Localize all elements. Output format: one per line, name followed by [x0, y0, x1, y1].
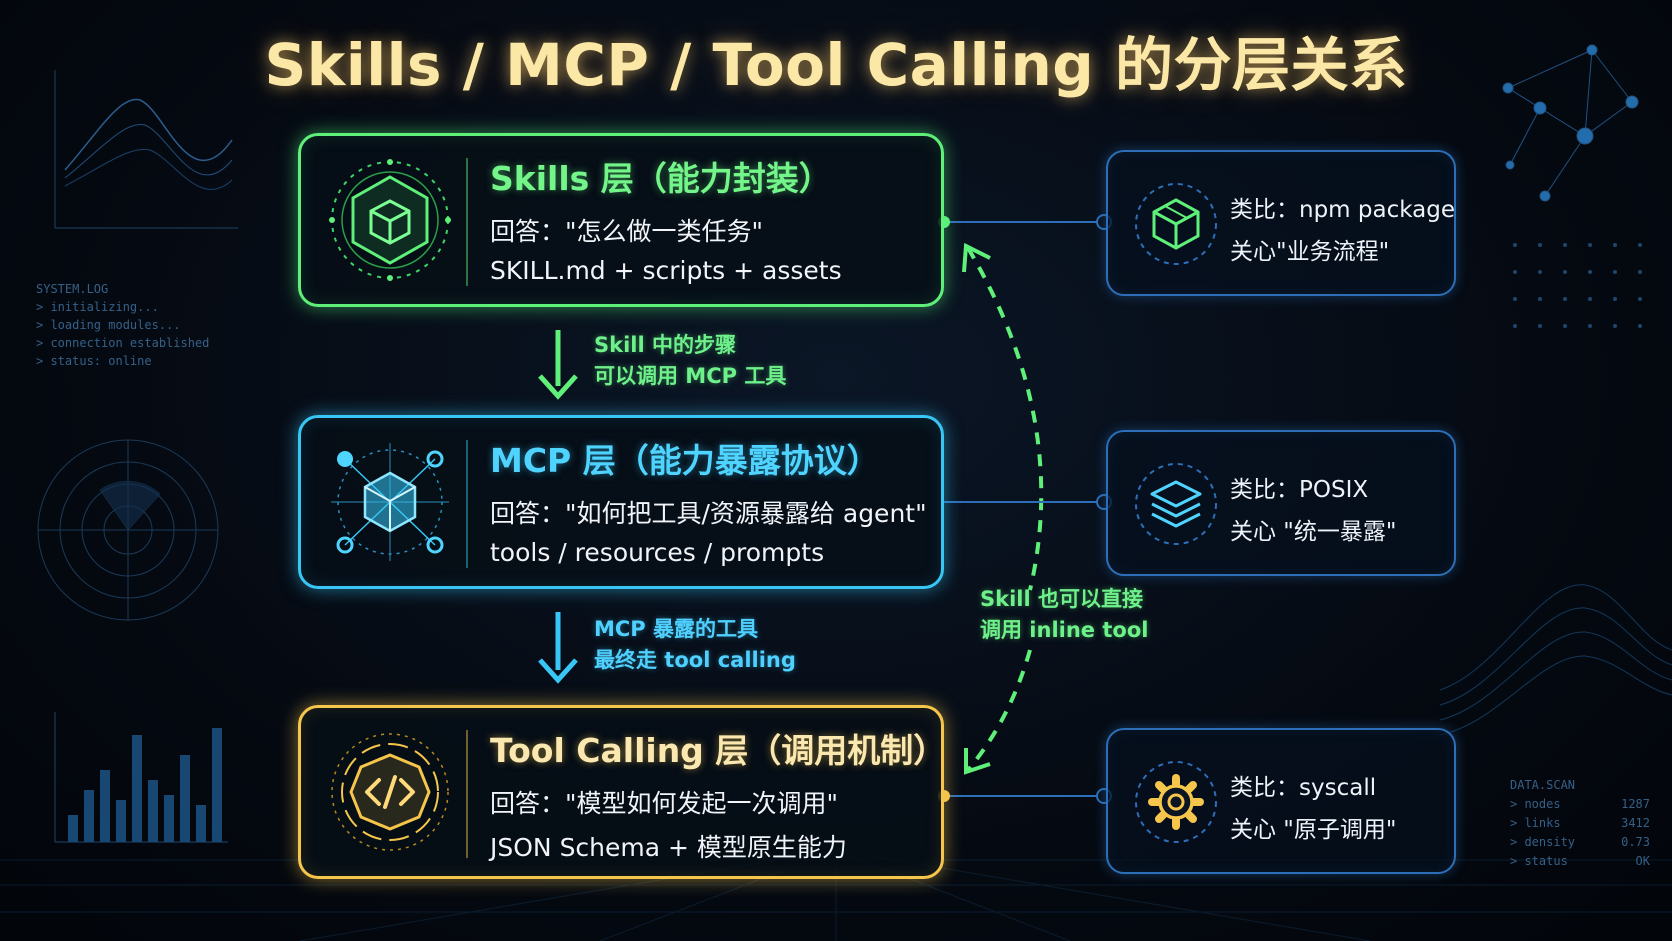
annotation-line: 调用 inline tool [980, 618, 1149, 642]
analogy-concern: 关心 "统一暴露" [1230, 519, 1397, 545]
tool-calling-layer-card: Tool Calling 层（调用机制） 回答："模型如何发起一次调用" JSO… [298, 705, 947, 879]
analogy-card-npm: 类比：npm package 关心"业务流程" [1106, 150, 1456, 296]
inline-arrow-lower [966, 649, 1032, 772]
inline-arrow-up-head [962, 242, 991, 273]
code-icon [323, 725, 457, 859]
annotation-line: Skill 也可以直接 [980, 587, 1143, 611]
datascan-key: > links [1510, 816, 1561, 830]
datascan-row: > status OK [1510, 852, 1650, 871]
arrow-skills-to-mcp-head [538, 374, 578, 400]
skills-layer-card: Skills 层（能力封装） 回答："怎么做一类任务" SKILL.md + s… [298, 133, 944, 307]
divider [466, 730, 468, 858]
analogy-concern: 关心"业务流程" [1230, 239, 1390, 265]
annotation-skill-inline: Skill 也可以直接 调用 inline tool [980, 584, 1148, 646]
analogy-text: 类比：POSIX [1230, 477, 1369, 503]
layers-icon [1130, 458, 1222, 550]
layer-title: MCP 层（能力暴露协议） [490, 441, 880, 480]
annotation-line: Skill 中的步骤 [594, 333, 736, 357]
annotation-line: 可以调用 MCP 工具 [594, 364, 787, 388]
datascan-value: OK [1635, 854, 1650, 868]
annotation-skills-to-mcp: Skill 中的步骤 可以调用 MCP 工具 [594, 330, 786, 392]
page-title: Skills / MCP / Tool Calling 的分层关系 [264, 31, 1408, 99]
syslog-line: > connection established [36, 336, 210, 350]
layer-detail: SKILL.md + scripts + assets [490, 256, 842, 285]
syslog-line: > initializing... [36, 300, 159, 314]
layer-detail: JSON Schema + 模型原生能力 [490, 833, 847, 862]
annotation-line: MCP 暴露的工具 [594, 617, 759, 641]
divider [466, 158, 468, 286]
analogy-concern: 关心 "原子调用" [1230, 817, 1397, 843]
annotation-line: 最终走 tool calling [594, 648, 796, 672]
analogy-text: 类比：npm package [1230, 197, 1455, 223]
datascan-row: > density 0.73 [1510, 833, 1650, 852]
bar-decor [54, 712, 228, 843]
system-log-decor: SYSTEM.LOG > initializing... > loading m… [36, 280, 209, 370]
layer-title: Tool Calling 层（调用机制） [490, 731, 947, 770]
datascan-row: > links 3412 [1510, 814, 1650, 833]
layer-question: 回答："如何把工具/资源暴露给 agent" [490, 499, 927, 528]
analogy-card-posix: 类比：POSIX 关心 "统一暴露" [1106, 430, 1456, 576]
datascan-value: 3412 [1621, 816, 1650, 830]
syslog-line: SYSTEM.LOG [36, 282, 109, 296]
package-icon [1130, 178, 1222, 270]
datascan-key: > density [1510, 835, 1576, 849]
cube-icon [323, 153, 457, 287]
analogy-card-syscall: 类比：syscall 关心 "原子调用" [1106, 728, 1456, 874]
dot-grid-decor [1513, 243, 1642, 328]
layer-title: Skills 层（能力封装） [490, 159, 832, 198]
radar-decor [37, 439, 219, 621]
layer-question: 回答："模型如何发起一次调用" [490, 789, 838, 818]
inline-arrow-upper [966, 246, 1044, 591]
inline-arrow-down-head [964, 748, 991, 775]
datascan-key: > nodes [1510, 797, 1561, 811]
datascan-title: DATA.SCAN [1510, 778, 1576, 792]
layer-question: 回答："怎么做一类任务" [490, 217, 763, 246]
datascan-value: 0.73 [1621, 835, 1650, 849]
datascan-value: 1287 [1621, 797, 1650, 811]
layer-detail: tools / resources / prompts [490, 538, 825, 567]
analogy-text: 类比：syscall [1230, 775, 1377, 801]
mcp-layer-card: MCP 层（能力暴露协议） 回答："如何把工具/资源暴露给 agent" too… [298, 415, 944, 589]
annotation-mcp-to-tool: MCP 暴露的工具 最终走 tool calling [594, 614, 796, 676]
mesh-wave-decor [1439, 584, 1672, 736]
arrow-mcp-to-tool-head [538, 658, 578, 684]
datascan-key: > status [1510, 854, 1568, 868]
wave-plot-decor [54, 70, 238, 229]
divider [466, 440, 468, 568]
data-scan-decor: DATA.SCAN > nodes 1287 > links 3412 > dens… [1510, 776, 1650, 871]
gear-icon [1130, 756, 1222, 848]
network-decor [1502, 44, 1639, 202]
network-cube-icon [323, 435, 457, 569]
datascan-row: > nodes 1287 [1510, 795, 1650, 814]
syslog-line: > status: online [36, 354, 152, 368]
syslog-line: > loading modules... [36, 318, 181, 332]
